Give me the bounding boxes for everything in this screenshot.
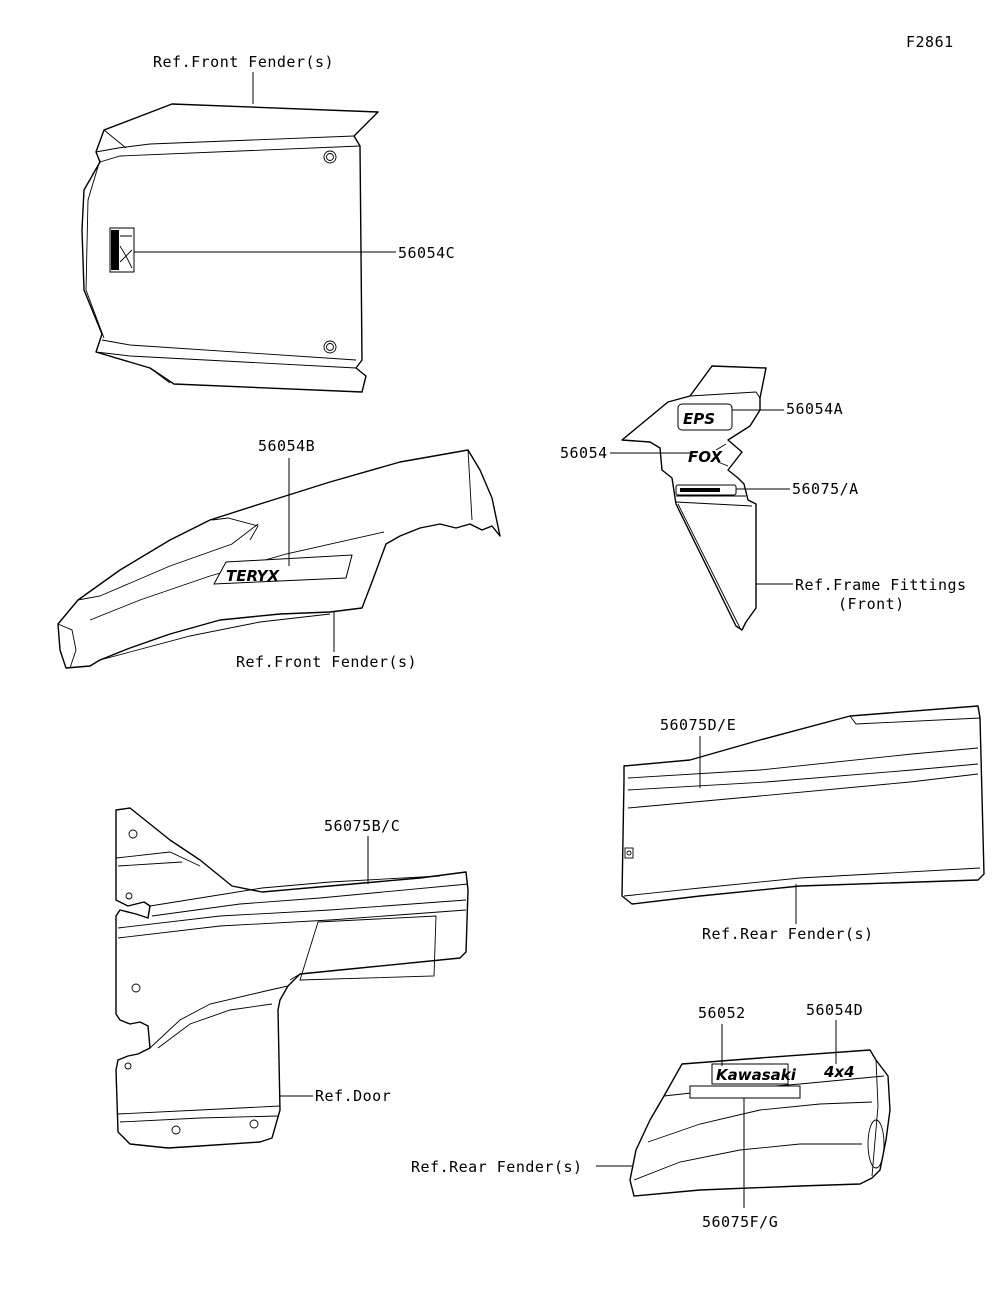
label-56054A: 56054A <box>786 400 843 418</box>
rear-fender-right-part[interactable] <box>621 705 985 905</box>
label-56054C: 56054C <box>398 244 455 262</box>
label-ref-frame-fittings-line2: (Front) <box>838 595 905 613</box>
decal-4x4-text: 4x4 <box>823 1063 855 1081</box>
decal-56054C[interactable] <box>109 227 135 273</box>
decal-56054D[interactable]: 4x4 <box>823 1063 855 1081</box>
decal-fox-text: FOX <box>688 448 723 466</box>
label-56075FG: 56075F/G <box>702 1213 778 1231</box>
label-56075DE: 56075D/E <box>660 716 736 734</box>
label-56054B: 56054B <box>258 437 315 455</box>
decal-56054B[interactable]: TERYX <box>213 554 353 585</box>
label-ref-front-fender-mid: Ref.Front Fender(s) <box>236 653 417 671</box>
decal-56052[interactable]: Kawasaki <box>711 1063 797 1085</box>
label-56054D: 56054D <box>806 1001 863 1019</box>
decal-teryx-text: TERYX <box>226 567 281 585</box>
decal-56075A[interactable] <box>675 484 737 496</box>
decal-56054A[interactable]: EPS <box>677 403 733 431</box>
drawing-id: F2861 <box>906 33 954 51</box>
label-56052: 56052 <box>698 1004 746 1022</box>
front-fender-top-part[interactable] <box>81 103 379 393</box>
label-ref-rear-fender-bottom: Ref.Rear Fender(s) <box>411 1158 583 1176</box>
frame-fitting-front-part[interactable] <box>621 365 767 631</box>
door-part[interactable] <box>115 807 469 1149</box>
label-56054: 56054 <box>560 444 608 462</box>
decal-kawasaki-text: Kawasaki <box>716 1066 797 1084</box>
decal-56054[interactable]: FOX <box>688 443 729 467</box>
label-ref-rear-fender-right: Ref.Rear Fender(s) <box>702 925 874 943</box>
label-ref-door: Ref.Door <box>315 1087 391 1105</box>
label-ref-front-fender-top: Ref.Front Fender(s) <box>153 53 334 71</box>
label-56075A: 56075/A <box>792 480 859 498</box>
label-ref-frame-fittings-line1: Ref.Frame Fittings <box>795 576 967 594</box>
decal-eps-text: EPS <box>683 410 715 428</box>
rear-fender-lower-part[interactable] <box>629 1049 891 1197</box>
label-56075BC: 56075B/C <box>324 817 400 835</box>
